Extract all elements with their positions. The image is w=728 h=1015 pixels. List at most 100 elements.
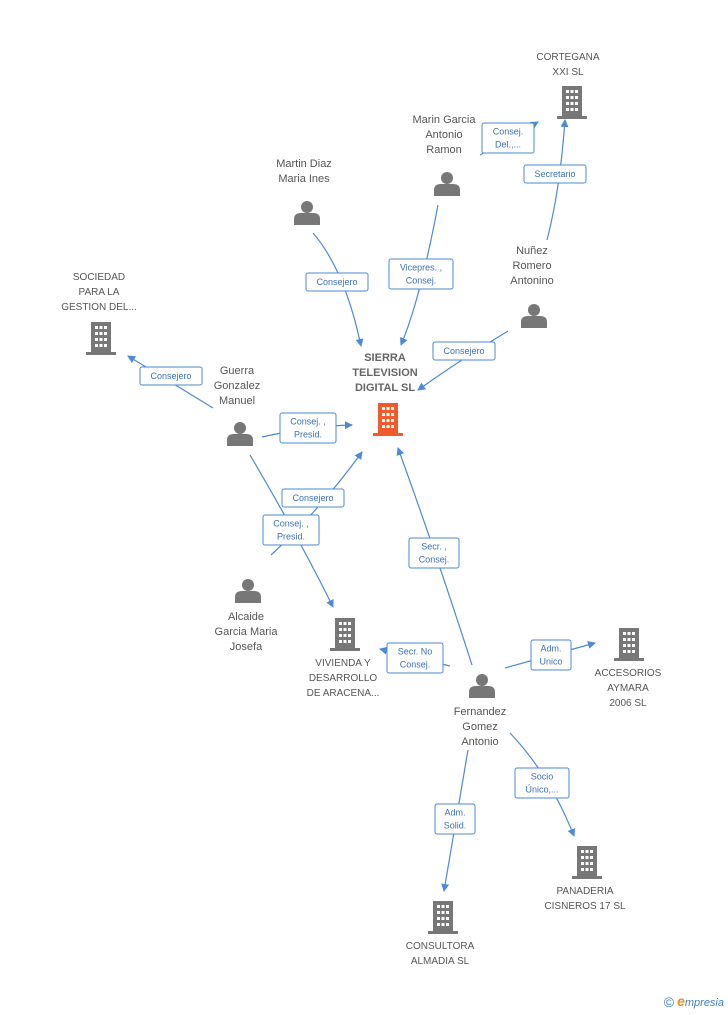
person-icon [434,172,460,196]
node-label-line: XXI SL [552,67,584,78]
edge-label-box [530,639,572,671]
person-icon [235,579,261,603]
edge-label-text: Unico [539,657,562,667]
node-label-line: VIVIENDA Y [315,658,371,669]
edge-label-text: Consejero [443,346,484,356]
building-icon [428,901,458,934]
building-icon [572,846,602,879]
node-label-line: GESTION DEL... [61,302,137,313]
edge-label-box [305,272,369,292]
node-label-line: Manuel [219,395,255,407]
edge-label-box [279,412,337,444]
node-label-line: PANADERIA [556,886,613,897]
company-node-accesorios[interactable]: ACCESORIOS AYMARA 2006 SL [595,628,662,709]
node-label-line: Ramon [426,144,461,156]
edge-label-text: Consej. [419,555,450,565]
edge-label-guerra-vivienda[interactable]: Consej. ,Presid. [262,514,320,546]
edge-label-fernandez-accesorios[interactable]: Adm. Unico [530,639,572,671]
building-icon [330,618,360,651]
edge-label-alcaide-center[interactable]: Consejero [281,488,345,508]
node-label-line: Antonio [461,736,498,748]
node-label-line: ALMADIA SL [411,956,470,967]
node-label-line: Antonio [425,129,462,141]
edge-label-guerra-sociedad[interactable]: Consejero [139,366,203,386]
edge-label-text: Consej. [400,660,431,670]
edge-nunez-cortegana [546,119,569,241]
edge-label-text: Consej. [406,276,437,286]
edge-label-box [514,767,570,799]
empresia-logo[interactable]: empresia [677,993,724,1011]
edge-label-box [434,803,476,835]
edge-label-text: Consej. [493,127,524,137]
edge-label-box [523,164,587,184]
brand-initial: e [677,993,685,1009]
company-node-vivienda[interactable]: VIVIENDA Y DESARROLLO DE ARACENA... [307,618,380,699]
edge-label-text: Adm. [444,808,465,818]
node-label-line: AYMARA [607,683,649,694]
person-icon [469,674,495,698]
brand-name: mpresia [684,997,724,1009]
building-icon [614,628,644,661]
node-label-line: CONSULTORA [406,941,475,952]
node-label-line: DE ARACENA... [307,688,380,699]
edge-label-nunez-cortegana[interactable]: Secretario [523,164,587,184]
edge-label-text: Adm. [540,644,561,654]
node-label-line: Maria Ines [278,173,330,185]
edge-label-guerra-center[interactable]: Consej. ,Presid. [279,412,337,444]
edge-label-box [386,642,444,674]
node-label-line: DIGITAL SL [355,382,415,394]
copyright-symbol: © [663,994,675,1010]
building-icon [557,86,587,119]
edge-label-box [388,258,454,290]
edge-label-marin-cortegana[interactable]: Consej.Del.,... [481,122,535,154]
node-label-line: Garcia Maria [215,626,279,638]
node-label-line: Gonzalez [214,380,260,392]
edge-label-text: Consejero [150,371,191,381]
node-label-line: DESARROLLO [309,673,378,684]
edge-label-marin-center[interactable]: Vicepres. ,Consej. [388,258,454,290]
node-label-line: Nuñez [516,245,548,257]
edge-label-text: Consejero [316,277,357,287]
edge-label-nunez-center[interactable]: Consejero [432,341,496,361]
edge-label-text: Solid. [444,821,467,831]
edge-label-martin-center[interactable]: Consejero [305,272,369,292]
node-label-line: ACCESORIOS [595,668,662,679]
node-label-line: Josefa [230,641,263,653]
edge-label-text: Consej. , [290,417,326,427]
edge-label-text: Secretario [534,169,575,179]
node-label-line: Alcaide [228,611,264,623]
node-label-line: 2006 SL [609,698,647,709]
node-label-line: Guerra [220,365,255,377]
node-label-line: TELEVISION [352,367,417,379]
edge-label-fernandez-consultora[interactable]: Adm. Solid. [434,803,476,835]
footer-brand: © empresia [664,993,724,1011]
node-label-line: SIERRA [364,352,406,364]
edge-label-fernandez-center[interactable]: Secr. ,Consej. [408,537,460,569]
person-icon [227,422,253,446]
node-label-line: PARA LA [79,287,120,298]
edge-label-box [139,366,203,386]
node-label-line: Marin Garcia [413,114,477,126]
edge-label-text: Presid. [277,532,305,542]
node-label-line: Martin Diaz [276,158,332,170]
company-node-consultora[interactable]: CONSULTORA ALMADIA SL [406,901,475,967]
edge-label-box [281,488,345,508]
building-icon [373,403,403,436]
edge-label-fernandez-panaderia[interactable]: SocioÚnico,... [514,767,570,799]
edge-label-text: Único,... [525,785,558,795]
edge-label-box [408,537,460,569]
edge-label-box [262,514,320,546]
center-company-center[interactable]: SIERRA TELEVISION DIGITAL SL [352,352,418,436]
